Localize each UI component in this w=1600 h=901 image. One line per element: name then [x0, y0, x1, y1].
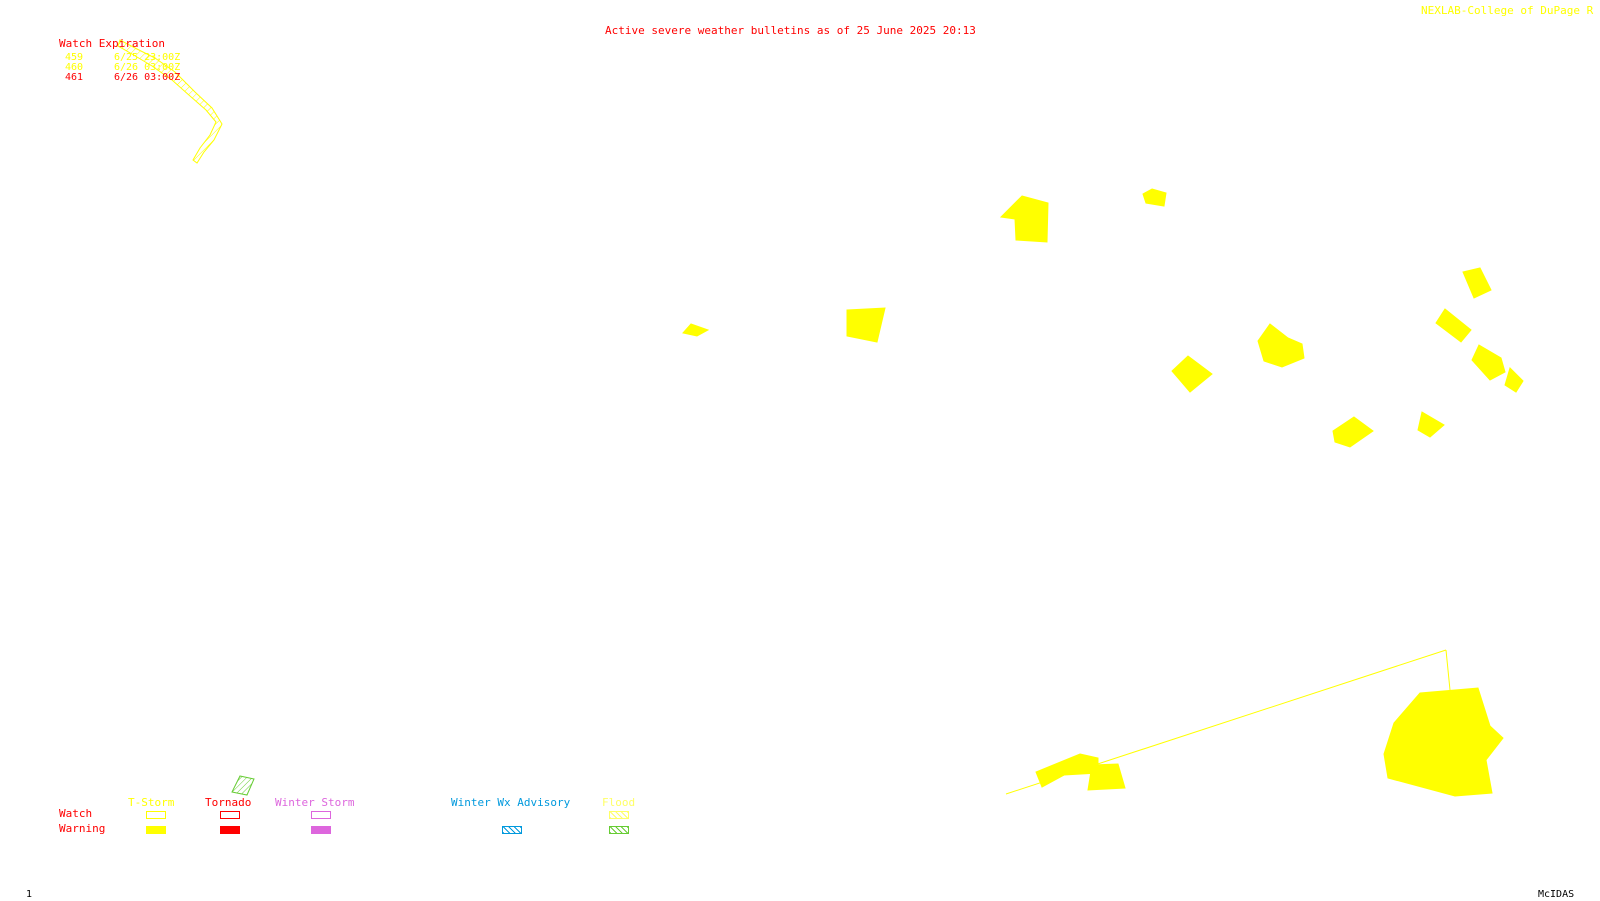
tstorm-warning-polygon — [1383, 687, 1504, 797]
tstorm-warning-polygon — [1257, 323, 1305, 368]
watch-expiration-time: 6/25 23:00Z — [114, 52, 181, 63]
watch-id: 459 — [65, 52, 84, 63]
legend-label-tstorm: T-Storm — [128, 796, 175, 809]
legend-warning-swatch-tstorm — [146, 826, 166, 834]
frame-number: 1 — [26, 889, 33, 900]
legend-watch-swatch-tstorm — [146, 811, 166, 819]
tstorm-warning-polygon — [1504, 367, 1524, 393]
tstorm-warning-polygon — [1417, 411, 1445, 438]
tstorm-warning-polygon — [846, 307, 886, 343]
legend-label-tornado: Tornado — [205, 796, 252, 809]
legend-watch-label: Watch — [59, 807, 93, 820]
watch-id: 461 — [65, 72, 84, 83]
legend-label-flood: Flood — [602, 796, 636, 809]
tstorm-warning-polygon — [1035, 753, 1099, 788]
tstorm-warning-polygon — [1435, 308, 1472, 343]
tstorm-warning-polygon — [1332, 416, 1374, 448]
legend-watch-swatch-flood — [609, 811, 629, 819]
legend-warning-swatch-flood — [609, 826, 629, 834]
flood-warning-polygon — [231, 775, 255, 796]
tstorm-warning-polygon — [1462, 267, 1492, 299]
legend-label-winter_storm: Winter Storm — [275, 796, 355, 809]
legend-warning-swatch-winter_wx_advisory — [502, 826, 522, 834]
legend-warning-swatch-winter_storm — [311, 826, 331, 834]
legend-watch-swatch-winter_storm — [311, 811, 331, 819]
watch-expiration-time: 6/26 03:00Z — [114, 72, 181, 83]
source-label: NEXLAB-College of DuPage R — [1421, 4, 1594, 17]
watch-outline-lines — [1005, 649, 1452, 795]
tstorm-warning-polygon — [1471, 344, 1506, 381]
tstorm-warning-polygon — [1171, 355, 1213, 393]
watch-id: 460 — [65, 62, 84, 73]
tstorm-warning-polygon — [682, 323, 710, 337]
watch-outline-459 — [117, 39, 223, 164]
legend-warning-label: Warning — [59, 822, 106, 835]
legend-label-winter_wx_advisory: Winter Wx Advisory — [451, 796, 571, 809]
software-label: McIDAS — [1538, 889, 1575, 900]
legend-watch-swatch-tornado — [220, 811, 240, 819]
tstorm-warning-polygons — [682, 188, 1524, 797]
watch-table-heading: Watch Expiration — [59, 37, 165, 50]
tstorm-warning-polygon — [1087, 763, 1126, 791]
tstorm-warning-polygon — [1142, 188, 1167, 207]
bulletin-title: Active severe weather bulletins as of 25… — [605, 24, 976, 37]
legend-warning-swatch-tornado — [220, 826, 240, 834]
watch-expiration-time: 6/26 03:00Z — [114, 62, 181, 73]
tstorm-warning-polygon — [999, 195, 1049, 243]
